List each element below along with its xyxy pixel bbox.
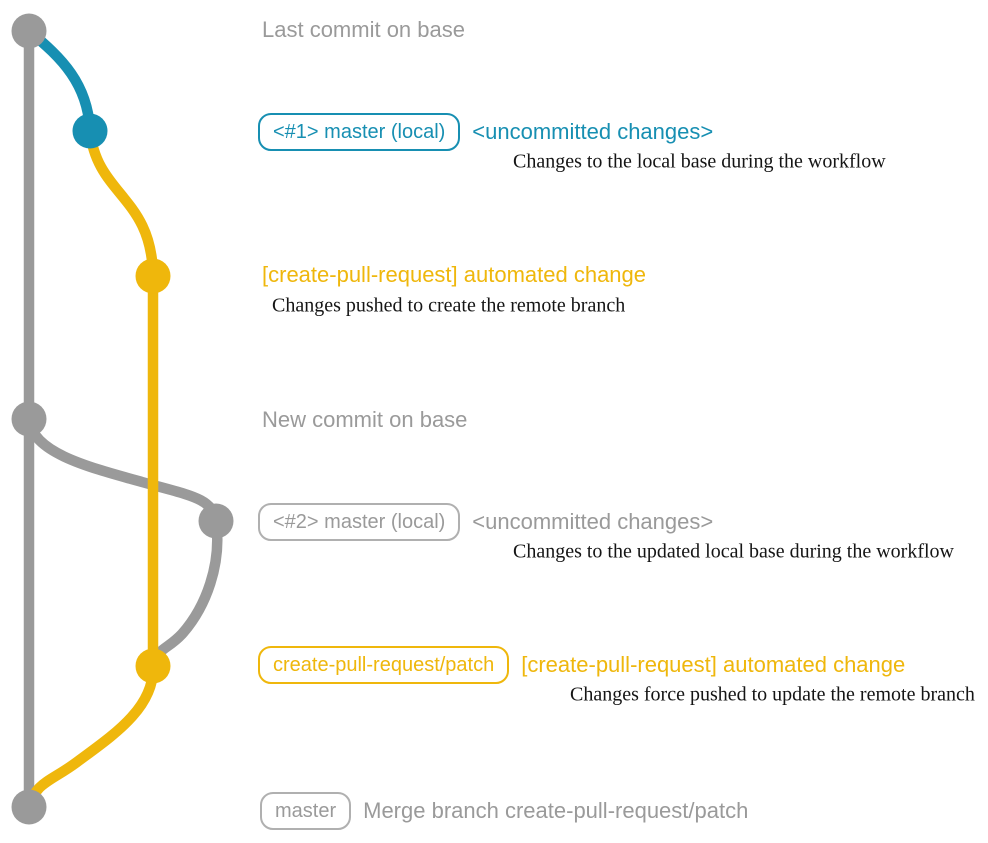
commit-dot-force-push bbox=[135, 648, 171, 684]
rebase-branch-curve-in bbox=[147, 515, 223, 672]
commit-dot-last-base bbox=[11, 13, 47, 49]
branch-badge-master-local-2: <#2> master (local) bbox=[258, 503, 461, 541]
commit-desc-automated-change-1: Changes pushed to create the remote bran… bbox=[272, 294, 626, 317]
branch-badge-master: master bbox=[260, 792, 352, 830]
annotation-master-local-2: <#2> master (local) <uncommitted changes… bbox=[258, 503, 713, 541]
commit-desc-uncommitted-1: Changes to the local base during the wor… bbox=[513, 150, 886, 173]
annotation-last-commit-on-base: Last commit on base bbox=[262, 17, 465, 42]
patch-branch-merge-curve bbox=[23, 660, 159, 813]
commit-desc-uncommitted-2: Changes to the updated local base during… bbox=[513, 540, 954, 563]
commit-desc-automated-change-2: Changes force pushed to update the remot… bbox=[570, 683, 975, 706]
commit-title-automated-change-1: [create-pull-request] automated change bbox=[262, 262, 647, 287]
annotation-merge: master Merge branch create-pull-request/… bbox=[260, 792, 748, 830]
annotation-new-commit-on-base: New commit on base bbox=[262, 407, 468, 432]
patch-branch-curve-top bbox=[84, 125, 159, 282]
commit-title-uncommitted-2: <uncommitted changes> bbox=[472, 509, 714, 534]
local-master-branch-curve bbox=[23, 25, 96, 137]
commit-title-automated-change-2: [create-pull-request] automated change bbox=[521, 652, 906, 677]
commit-dot-master-local-1 bbox=[72, 113, 108, 149]
commit-dot-automated-change bbox=[135, 258, 171, 294]
commit-title-uncommitted-1: <uncommitted changes> bbox=[472, 119, 714, 144]
branch-badge-master-local-1: <#1> master (local) bbox=[258, 113, 461, 151]
rebase-branch-curve-out bbox=[23, 413, 222, 527]
commit-dot-master-local-2 bbox=[198, 503, 234, 539]
branch-badge-create-pull-request-patch: create-pull-request/patch bbox=[258, 646, 510, 684]
commit-graph bbox=[11, 13, 234, 825]
commit-dot-new-base bbox=[11, 401, 47, 437]
annotation-master-local-1: <#1> master (local) <uncommitted changes… bbox=[258, 113, 713, 151]
annotation-automated-change-2: create-pull-request/patch [create-pull-r… bbox=[258, 646, 905, 684]
commit-title-merge: Merge branch create-pull-request/patch bbox=[363, 798, 749, 823]
commit-dot-merge bbox=[11, 789, 47, 825]
